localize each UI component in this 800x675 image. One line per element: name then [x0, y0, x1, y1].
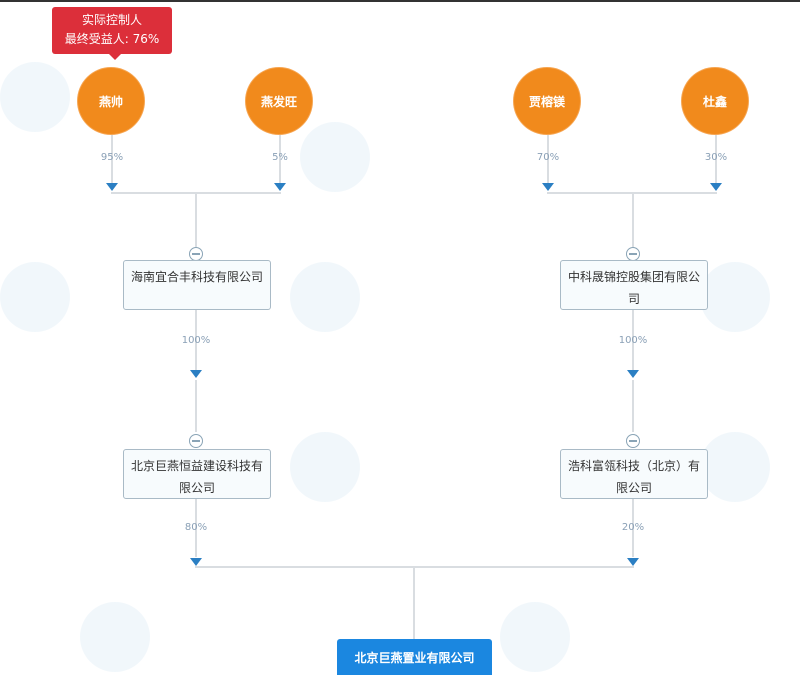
connector [547, 132, 549, 184]
target-company-name: 北京巨燕置业有限公司 [354, 650, 475, 665]
share-label: 95% [100, 152, 124, 163]
collapse-toggle-icon[interactable] [189, 247, 203, 261]
company-node-haoke-fuling[interactable]: 浩科富瓴科技（北京）有限公司 [560, 449, 708, 499]
person-name: 燕帅 [98, 94, 123, 109]
person-node-du-xin[interactable]: 杜鑫 [682, 68, 748, 134]
company-name: 北京巨燕恒益建设科技有限公司 [130, 459, 263, 495]
actual-controller-tooltip: 实际控制人 最终受益人: 76% [52, 7, 172, 60]
connector [111, 132, 113, 184]
share-label: 70% [536, 152, 560, 163]
person-node-yan-shuai[interactable]: 燕帅 [78, 68, 144, 134]
connector [632, 499, 634, 557]
connector [195, 192, 197, 247]
share-label: 100% [181, 335, 211, 346]
share-label: 20% [621, 522, 645, 533]
company-name: 海南宜合丰科技有限公司 [130, 270, 263, 284]
watermark [500, 602, 570, 672]
person-name: 燕发旺 [260, 94, 297, 109]
company-node-hainan-yihefeng[interactable]: 海南宜合丰科技有限公司 [123, 260, 271, 310]
collapse-toggle-icon[interactable] [189, 434, 203, 448]
company-node-zhongke-shengjin[interactable]: 中科晟锦控股集团有限公司 [560, 260, 708, 310]
connector [413, 566, 415, 639]
connector [195, 499, 197, 557]
arrow-down-icon [627, 370, 639, 378]
share-label: 100% [618, 335, 648, 346]
connector [632, 310, 634, 370]
watermark [0, 62, 70, 132]
person-name: 杜鑫 [702, 94, 727, 109]
arrow-down-icon [627, 558, 639, 566]
tooltip-title: 实际控制人 [81, 13, 142, 27]
company-name: 浩科富瓴科技（北京）有限公司 [567, 459, 700, 495]
watermark [700, 432, 770, 502]
person-node-jia-rongmei[interactable]: 贾榕镁 [514, 68, 580, 134]
connector [715, 132, 717, 184]
connector [195, 380, 197, 432]
arrow-down-icon [542, 183, 554, 191]
target-company-node[interactable]: 北京巨燕置业有限公司 [337, 639, 492, 675]
tooltip-beneficiary: 最终受益人: 76% [64, 32, 160, 46]
connector [279, 132, 281, 184]
share-label: 30% [704, 152, 728, 163]
share-label: 5% [272, 152, 288, 163]
arrow-down-icon [190, 558, 202, 566]
watermark [290, 262, 360, 332]
watermark [80, 602, 150, 672]
share-label: 80% [184, 522, 208, 533]
arrow-down-icon [710, 183, 722, 191]
watermark [300, 122, 370, 192]
arrow-down-icon [106, 183, 118, 191]
collapse-toggle-icon[interactable] [626, 247, 640, 261]
person-name: 贾榕镁 [528, 94, 565, 109]
arrow-down-icon [190, 370, 202, 378]
watermark [0, 262, 70, 332]
company-node-beijing-juyan-hengyi[interactable]: 北京巨燕恒益建设科技有限公司 [123, 449, 271, 499]
watermark [290, 432, 360, 502]
connector [632, 192, 634, 247]
company-name: 中科晟锦控股集团有限公司 [567, 270, 700, 306]
watermark [700, 262, 770, 332]
collapse-toggle-icon[interactable] [626, 434, 640, 448]
arrow-down-icon [274, 183, 286, 191]
person-node-yan-fawang[interactable]: 燕发旺 [246, 68, 312, 134]
connector [632, 380, 634, 432]
connector [195, 310, 197, 370]
